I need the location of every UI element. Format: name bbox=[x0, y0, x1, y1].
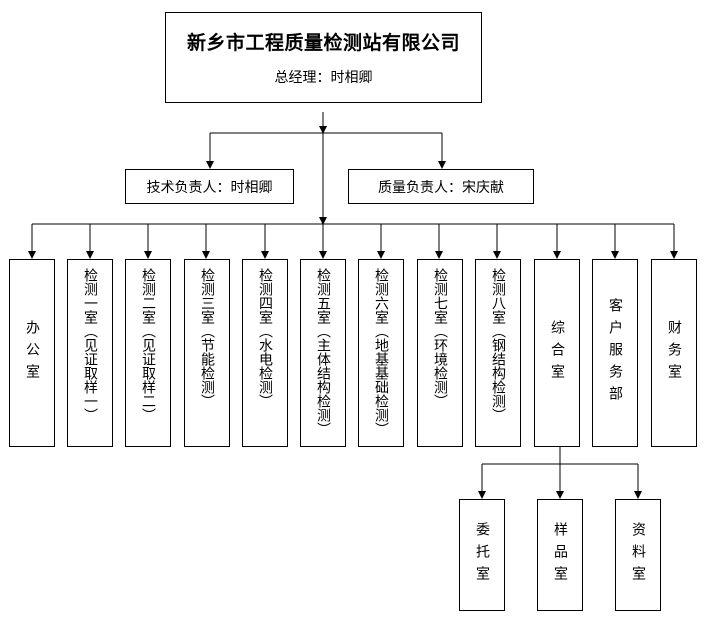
dept-lab-2: 检测二室（见证取样二） bbox=[125, 259, 171, 447]
dept-finance: 财务室 bbox=[651, 259, 697, 447]
company-box: 新乡市工程质量检测站有限公司 总经理：时相卿 bbox=[165, 12, 482, 103]
general-manager-label: 总经理：时相卿 bbox=[274, 70, 373, 86]
dept-label: 客户服务部 bbox=[607, 298, 623, 408]
subdept-label: 样品室 bbox=[552, 522, 568, 588]
subdept-label: 资料室 bbox=[630, 522, 646, 588]
subdept-commission: 委托室 bbox=[459, 499, 505, 611]
dept-customer-service: 客户服务部 bbox=[592, 259, 638, 447]
company-name: 新乡市工程质量检测站有限公司 bbox=[186, 32, 460, 54]
technical-lead-box: 技术负责人：时相卿 bbox=[125, 169, 294, 204]
dept-label: 财务室 bbox=[666, 320, 682, 386]
dept-label: 检测五室（主体结构检测） bbox=[315, 268, 331, 436]
dept-label: 检测二室（见证取样二） bbox=[140, 268, 156, 422]
dept-lab-6: 检测六室（地基基础检测） bbox=[358, 259, 404, 447]
technical-lead-label: 技术负责人：时相卿 bbox=[146, 179, 273, 196]
dept-lab-5: 检测五室（主体结构检测） bbox=[300, 259, 346, 447]
dept-label: 办公室 bbox=[24, 320, 40, 386]
dept-label: 检测八室（钢结构检测） bbox=[490, 268, 506, 422]
dept-label: 检测四室（水电检测） bbox=[257, 268, 273, 408]
dept-label: 检测一室（见证取样一） bbox=[82, 268, 98, 422]
quality-lead-box: 质量负责人：宋庆献 bbox=[348, 169, 534, 204]
subdept-records: 资料室 bbox=[615, 499, 661, 611]
dept-comprehensive: 综合室 bbox=[534, 259, 580, 447]
dept-lab-3: 检测三室（节能检测） bbox=[184, 259, 230, 447]
quality-lead-label: 质量负责人：宋庆献 bbox=[378, 179, 504, 196]
subdept-label: 委托室 bbox=[474, 522, 490, 588]
dept-lab-1: 检测一室（见证取样一） bbox=[67, 259, 113, 447]
dept-lab-4: 检测四室（水电检测） bbox=[242, 259, 288, 447]
dept-office: 办公室 bbox=[9, 259, 55, 447]
dept-label: 检测六室（地基基础检测） bbox=[373, 268, 389, 436]
dept-label: 检测七室（环境检测） bbox=[432, 268, 448, 408]
dept-label: 检测三室（节能检测） bbox=[199, 268, 215, 408]
dept-lab-8: 检测八室（钢结构检测） bbox=[475, 259, 521, 447]
dept-label: 综合室 bbox=[549, 320, 565, 386]
subdept-samples: 样品室 bbox=[537, 499, 583, 611]
dept-lab-7: 检测七室（环境检测） bbox=[417, 259, 463, 447]
